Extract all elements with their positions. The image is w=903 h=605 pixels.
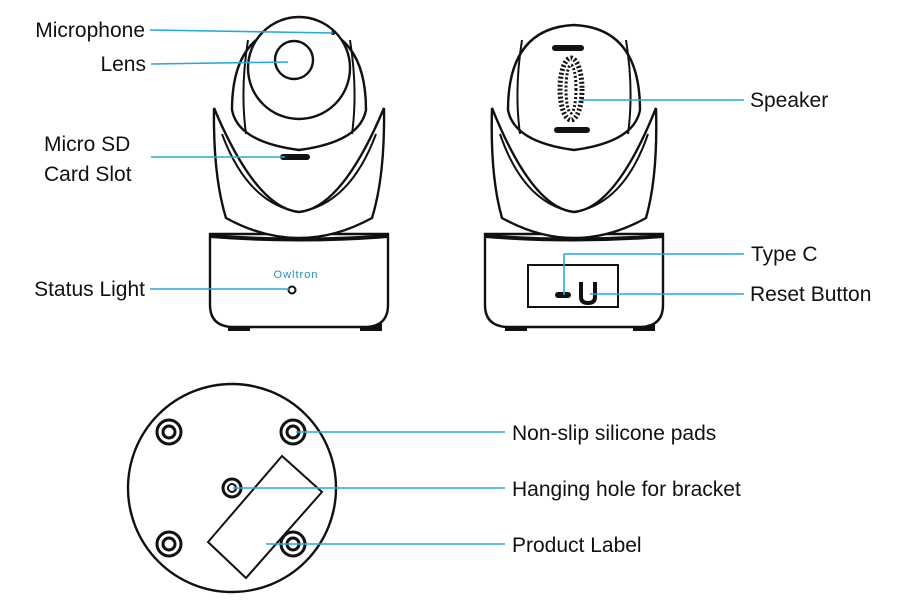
bottom-view-camera bbox=[126, 382, 338, 594]
label-status-light: Status Light bbox=[34, 278, 145, 301]
silicone-pad bbox=[155, 418, 183, 446]
status-light bbox=[287, 285, 297, 295]
speaker-grille bbox=[552, 45, 590, 133]
label-hanging-hole: Hanging hole for bracket bbox=[512, 478, 741, 501]
label-sd-slot-line2: Card Slot bbox=[44, 163, 132, 186]
leader-microphone bbox=[149, 29, 334, 34]
lens bbox=[273, 39, 315, 81]
label-reset-button: Reset Button bbox=[750, 283, 871, 306]
front-view-camera: Owltron bbox=[208, 15, 390, 331]
label-product-label: Product Label bbox=[512, 534, 642, 557]
brand-logo: Owltron bbox=[274, 269, 319, 281]
front-base bbox=[208, 232, 390, 329]
back-head bbox=[506, 23, 642, 152]
back-view-camera bbox=[483, 23, 665, 331]
silicone-pad bbox=[155, 530, 183, 558]
label-type-c: Type C bbox=[751, 243, 818, 266]
product-label bbox=[206, 454, 324, 580]
label-sd-slot-line1: Micro SD bbox=[44, 133, 130, 156]
label-speaker: Speaker bbox=[750, 89, 828, 112]
reset-button bbox=[579, 282, 597, 306]
label-lens: Lens bbox=[100, 53, 146, 76]
speaker-outline bbox=[557, 55, 585, 123]
micro-sd-slot bbox=[280, 154, 310, 160]
type-c-port bbox=[555, 292, 571, 298]
label-pads: Non-slip silicone pads bbox=[512, 422, 716, 445]
label-microphone: Microphone bbox=[35, 19, 145, 42]
leader-lines bbox=[149, 29, 744, 545]
port-panel bbox=[527, 264, 619, 308]
leader-lens bbox=[150, 61, 289, 65]
labels: Microphone Lens Micro SD Card Slot Statu… bbox=[34, 19, 871, 557]
